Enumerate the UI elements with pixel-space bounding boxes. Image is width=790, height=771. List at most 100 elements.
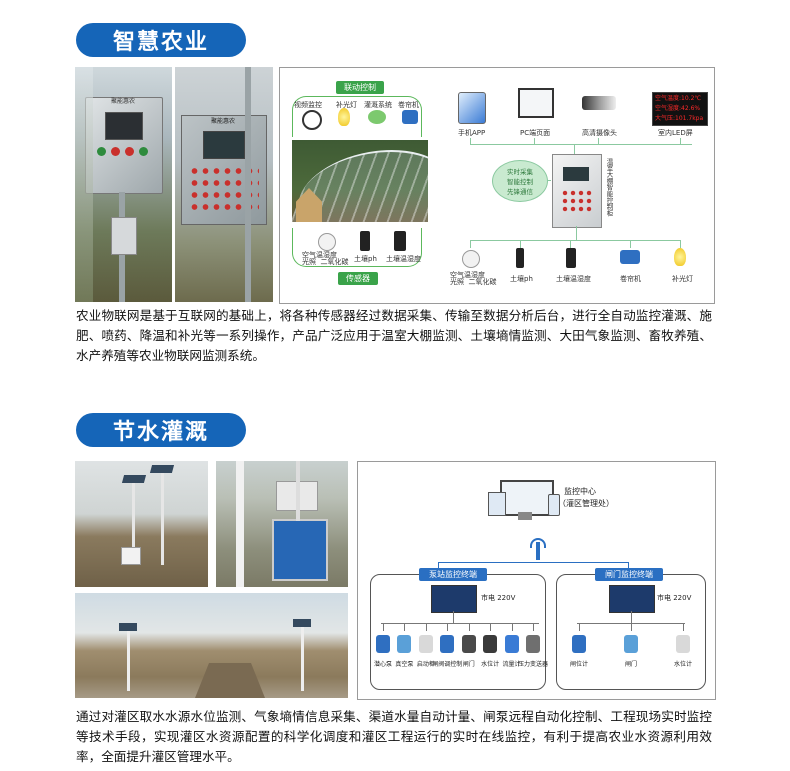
lower-roller-icon (620, 250, 640, 264)
smart-agriculture-paragraph: 农业物联网是基于互联网的基础上，将各种传感器经过数据采集、传输至数据分析后台，进… (76, 308, 712, 363)
pump-station-terminal-box: 泵站监控终端 市电 220V 潜心泵真空泵启动柜闸阀调控制闸门水位计流量计压力变… (370, 568, 548, 690)
gate-device-label-0: 闸位计 (569, 661, 588, 668)
top-device-1: 补光灯 (336, 101, 357, 109)
pump-device-icon-7 (526, 635, 540, 653)
gate-photo-2 (216, 461, 348, 587)
client-1: PC端页面 (520, 129, 551, 137)
hub-line-0: 实时采集 (507, 168, 533, 176)
gate-connector-1 (631, 623, 632, 631)
pump-device-icon-2 (418, 635, 433, 653)
control-cabinet-photo-2: 聚能惠农 (175, 67, 273, 302)
pump-device-icon-5 (483, 635, 498, 653)
bottom-device-2: 土壤温湿度 (386, 255, 421, 263)
lower-device-4: 补光灯 (672, 275, 693, 283)
pump-device-icon-3 (440, 635, 455, 653)
greenhouse-illustration (292, 140, 428, 222)
sensor-tag: 传感器 (338, 272, 378, 285)
bottom-device-1: 土壤ph (354, 255, 377, 263)
bottom-device-0: 空气温湿度 光照 二氧化碳 (302, 251, 349, 266)
gate-device-label-1: 闸门 (624, 661, 637, 668)
smart-agriculture-diagram: 联动控制 视频监控 补光灯 灌溉系统 卷帘机 空气温湿度 光照 二氧化碳 土壤p… (279, 67, 715, 304)
pump-connector-7 (533, 623, 534, 631)
monitor-center-devices (488, 480, 562, 524)
canal-photo-3 (75, 593, 348, 698)
hub-bubble: 实时采集 智能控制 先锋通信 (492, 160, 548, 202)
gate-items-row: 闸位计 闸门 水位计 (557, 623, 705, 683)
control-box-photo-1: 聚能惠农 (75, 67, 172, 302)
photo2-brand: 聚能惠农 (210, 118, 235, 125)
air-sensor-icon (318, 233, 336, 251)
pump-device-icon-1 (397, 635, 412, 653)
pump-connector-2 (425, 623, 427, 631)
photo1-brand: 聚能惠农 (110, 98, 135, 105)
wireless-signal-icon (530, 538, 546, 560)
led-line-2: 大气压:101.7kpa (655, 115, 704, 122)
pump-device-label-4: 闸门 (462, 661, 475, 668)
cabinet-label: 温室大棚智能控制柜 (605, 158, 613, 217)
pump-connector-6 (511, 623, 513, 631)
gate-connector-2 (683, 623, 684, 631)
soil-moisture-sensor-icon (394, 231, 406, 251)
soil-ph-sensor-icon (360, 231, 370, 251)
pump-device-label-5: 水位计 (481, 661, 500, 668)
pc-page-icon (518, 88, 554, 118)
client-3: 室内LED屏 (658, 129, 693, 137)
hub-line-1: 智能控制 (507, 178, 533, 186)
lower-device-0: 空气温湿度 光照 二氧化碳 (450, 271, 497, 286)
gate-terminal-box: 闸门监控终端 市电 220V 闸位计 闸门 水位计 (556, 568, 706, 690)
lower-air-sensor-icon (462, 250, 480, 268)
lower-device-1: 土壤ph (510, 275, 533, 283)
pump-connector-4 (468, 623, 470, 631)
pump-device-icon-0 (376, 635, 390, 653)
gate-device-icon-2 (676, 635, 690, 653)
gate-device-icon-0 (572, 635, 586, 653)
camera-device-icon (302, 110, 322, 130)
pump-terminal-tag: 泵站监控终端 (419, 568, 487, 581)
lower-ph-sensor-icon (516, 248, 524, 268)
left-power-label: 市电 220V (481, 594, 516, 602)
gate-device-icon-1 (624, 635, 638, 653)
irrigation-diagram: 监控中心 （灌区管理处） 泵站监控终端 市电 220V 潜心泵真空泵启动柜闸阀调… (357, 461, 716, 700)
pump-device-label-2: 启动柜 (416, 661, 435, 668)
fill-light-icon (338, 108, 350, 126)
lower-fill-light-icon (674, 248, 686, 266)
section-title-smart-agriculture: 智慧农业 (76, 23, 246, 57)
irrigation-system-icon (368, 110, 386, 124)
phone-app-icon (458, 92, 486, 124)
led-line-0: 空气温度:10.2℃ (655, 95, 702, 102)
section-title-water-saving-irrigation: 节水灌溉 (76, 413, 246, 447)
top-device-3: 卷帘机 (398, 101, 419, 109)
pump-device-label-7: 压力变送器 (517, 661, 548, 668)
top-device-0: 视频监控 (294, 101, 322, 109)
pump-device-icon-6 (504, 635, 519, 653)
solar-monitor-photo-1 (75, 461, 208, 587)
pump-connector-3 (447, 623, 449, 631)
led-line-1: 空气湿度:42.6% (655, 105, 701, 112)
roller-machine-icon (402, 110, 418, 124)
hd-camera-icon (582, 96, 616, 110)
indoor-led-screen: 空气温度:10.2℃ 空气湿度:42.6% 大气压:101.7kpa (652, 92, 708, 126)
pump-connector-5 (490, 623, 492, 631)
pump-device-label-0: 潜心泵 (373, 661, 392, 668)
lower-moisture-sensor-icon (566, 248, 576, 268)
pump-device-icon-4 (461, 635, 476, 653)
greenhouse-control-cabinet (552, 154, 602, 228)
pump-device-label-1: 真空泵 (395, 661, 414, 668)
top-device-2: 灌溉系统 (364, 101, 392, 109)
right-power-label: 市电 220V (657, 594, 692, 602)
pump-device-label-6: 流量计 (502, 661, 521, 668)
lower-device-3: 卷帘机 (620, 275, 641, 283)
water-saving-paragraph: 通过对灌区取水水源水位监测、气象墒情信息采集、渠道水量自动计量、闸泵远程自动化控… (76, 709, 712, 764)
client-2: 高清摄像头 (582, 129, 617, 137)
pump-connector-1 (404, 623, 406, 631)
hub-line-2: 先锋通信 (507, 188, 533, 196)
client-0: 手机APP (458, 129, 486, 137)
monitor-center-title: 监控中心 (564, 487, 596, 496)
pump-device-label-3: 闸阀调控制 (432, 661, 463, 668)
linkage-control-tag: 联动控制 (336, 81, 384, 94)
gate-terminal-tag: 闸门监控终端 (595, 568, 663, 581)
gate-device-label-2: 水位计 (673, 661, 692, 668)
monitor-center-sub: （灌区管理处） (558, 499, 614, 508)
lower-device-2: 土壤温湿度 (556, 275, 591, 283)
gate-connector-0 (579, 623, 580, 631)
